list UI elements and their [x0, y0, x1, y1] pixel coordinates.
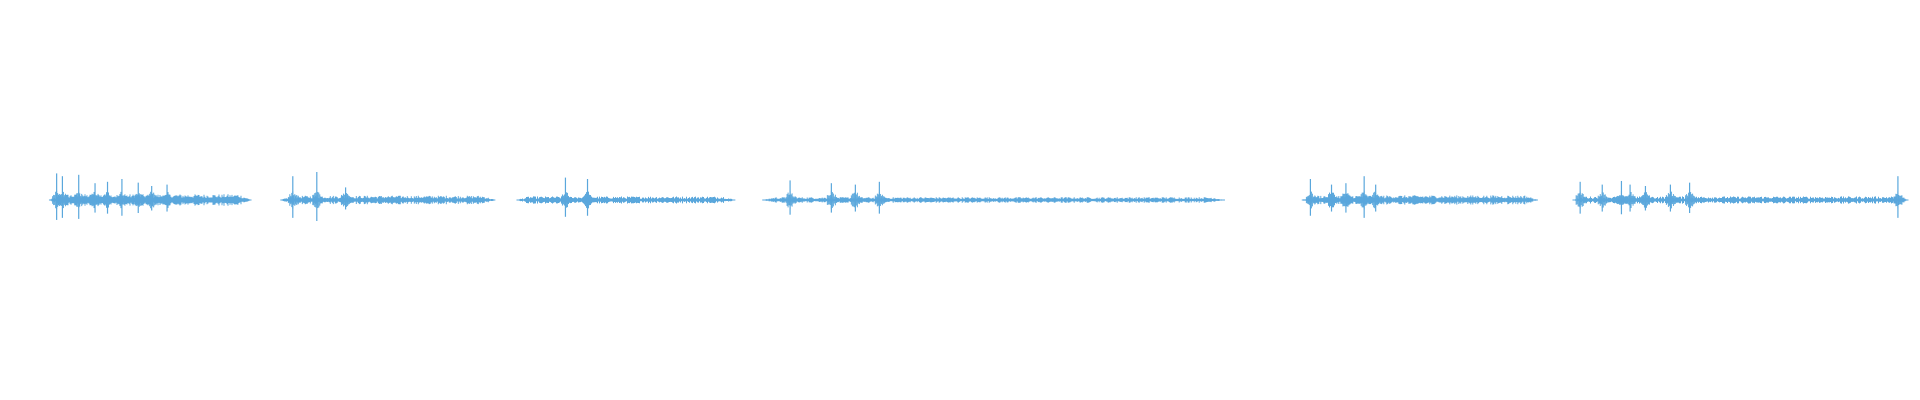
segment-5	[1301, 176, 1538, 218]
segment-2	[280, 172, 496, 221]
segment-1	[48, 173, 252, 220]
waveform-segments	[48, 172, 1909, 221]
segment-6	[1572, 176, 1909, 218]
segment-4	[762, 180, 1225, 215]
segment-3	[516, 177, 736, 217]
